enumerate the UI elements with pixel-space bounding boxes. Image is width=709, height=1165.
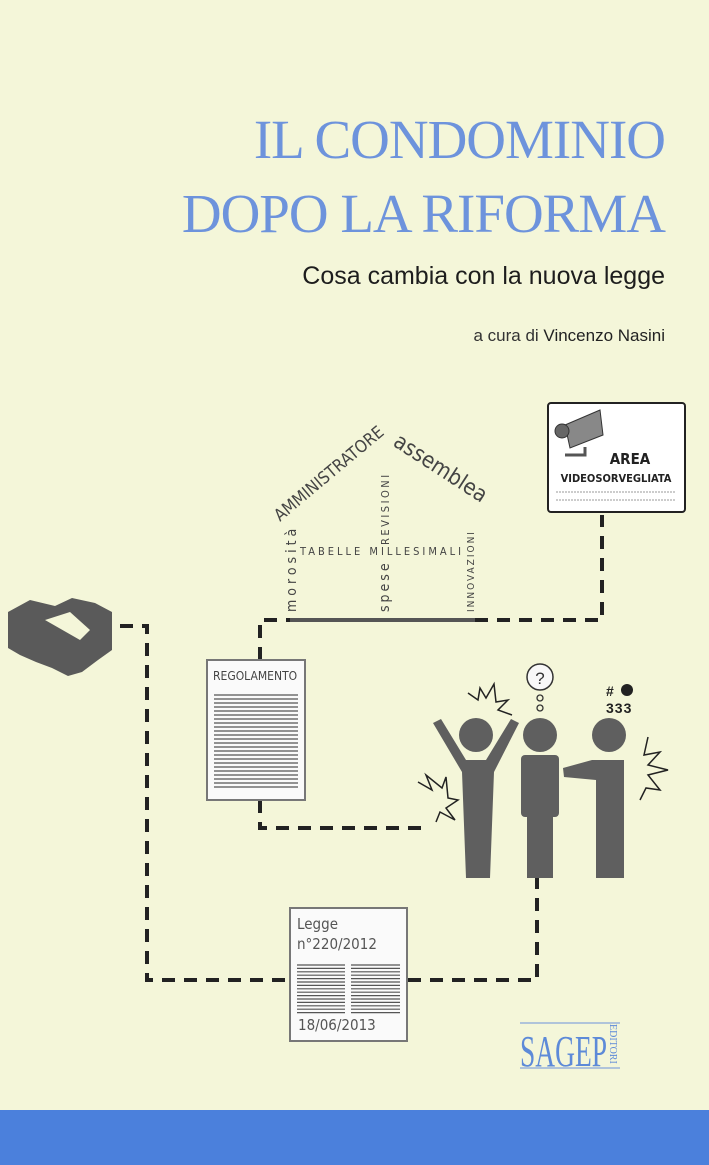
law-title: Legge [297,915,338,933]
subtitle: Cosa cambia con la nuova legge [302,262,665,290]
thought-question: ? [535,669,544,688]
word-amministratore: AMMINISTRATORE [270,422,388,525]
arguing-people [433,718,626,878]
person-confused [521,718,559,878]
swear-hash: # [606,683,614,699]
curator: a cura di Vincenzo Nasini [473,326,665,346]
publisher-sub: EDITORI [607,1024,618,1064]
word-revisioni: REVISIONI [379,472,392,545]
person-pointing [563,718,626,878]
publisher-logo: SAGEP EDITORI [520,1022,620,1076]
sign-videosorvegliata: VIDEOSORVEGLIATA [561,472,672,485]
camera-icon [554,409,604,457]
law-number: n°220/2012 [297,935,377,953]
title-line-2: DOPO LA RIFORMA [181,183,666,244]
curator-prefix: a cura di [473,326,539,345]
burst-icons [417,681,669,823]
word-morosita: morosità [284,525,300,612]
word-spese: spese [377,560,393,612]
word-innovazioni: INNOVAZIONI [466,530,477,612]
dashed-connectors [120,515,604,982]
swear-cloud [621,684,633,696]
bottom-color-band [0,1110,709,1165]
sign-area: AREA [610,450,651,468]
word-assemblea: assemblea [389,429,492,508]
swear-threes: 333 [606,700,632,716]
law-document: Legge n°220/2012 18/06/2013 [289,907,408,1042]
swearing-symbols: # 333 [606,683,633,716]
person-angry-arms-up [433,718,519,878]
thought-bubble: ? [526,663,554,712]
publisher-name: SAGEP [520,1027,607,1076]
house-words: AMMINISTRATORE assemblea morosità TABELL… [270,422,491,612]
word-tabelle-millesimali: TABELLE MILLESIMALI [299,545,464,558]
title-line-1: IL CONDOMINIO [253,109,666,170]
regolamento-label: REGOLAMENTO [213,669,297,683]
handshake-icon [8,598,112,676]
curator-name: Vincenzo Nasini [543,326,665,345]
videosorveglianza-sign: AREA VIDEOSORVEGLIATA [547,402,686,513]
regolamento-document: REGOLAMENTO [206,659,306,801]
law-date: 18/06/2013 [298,1016,376,1034]
